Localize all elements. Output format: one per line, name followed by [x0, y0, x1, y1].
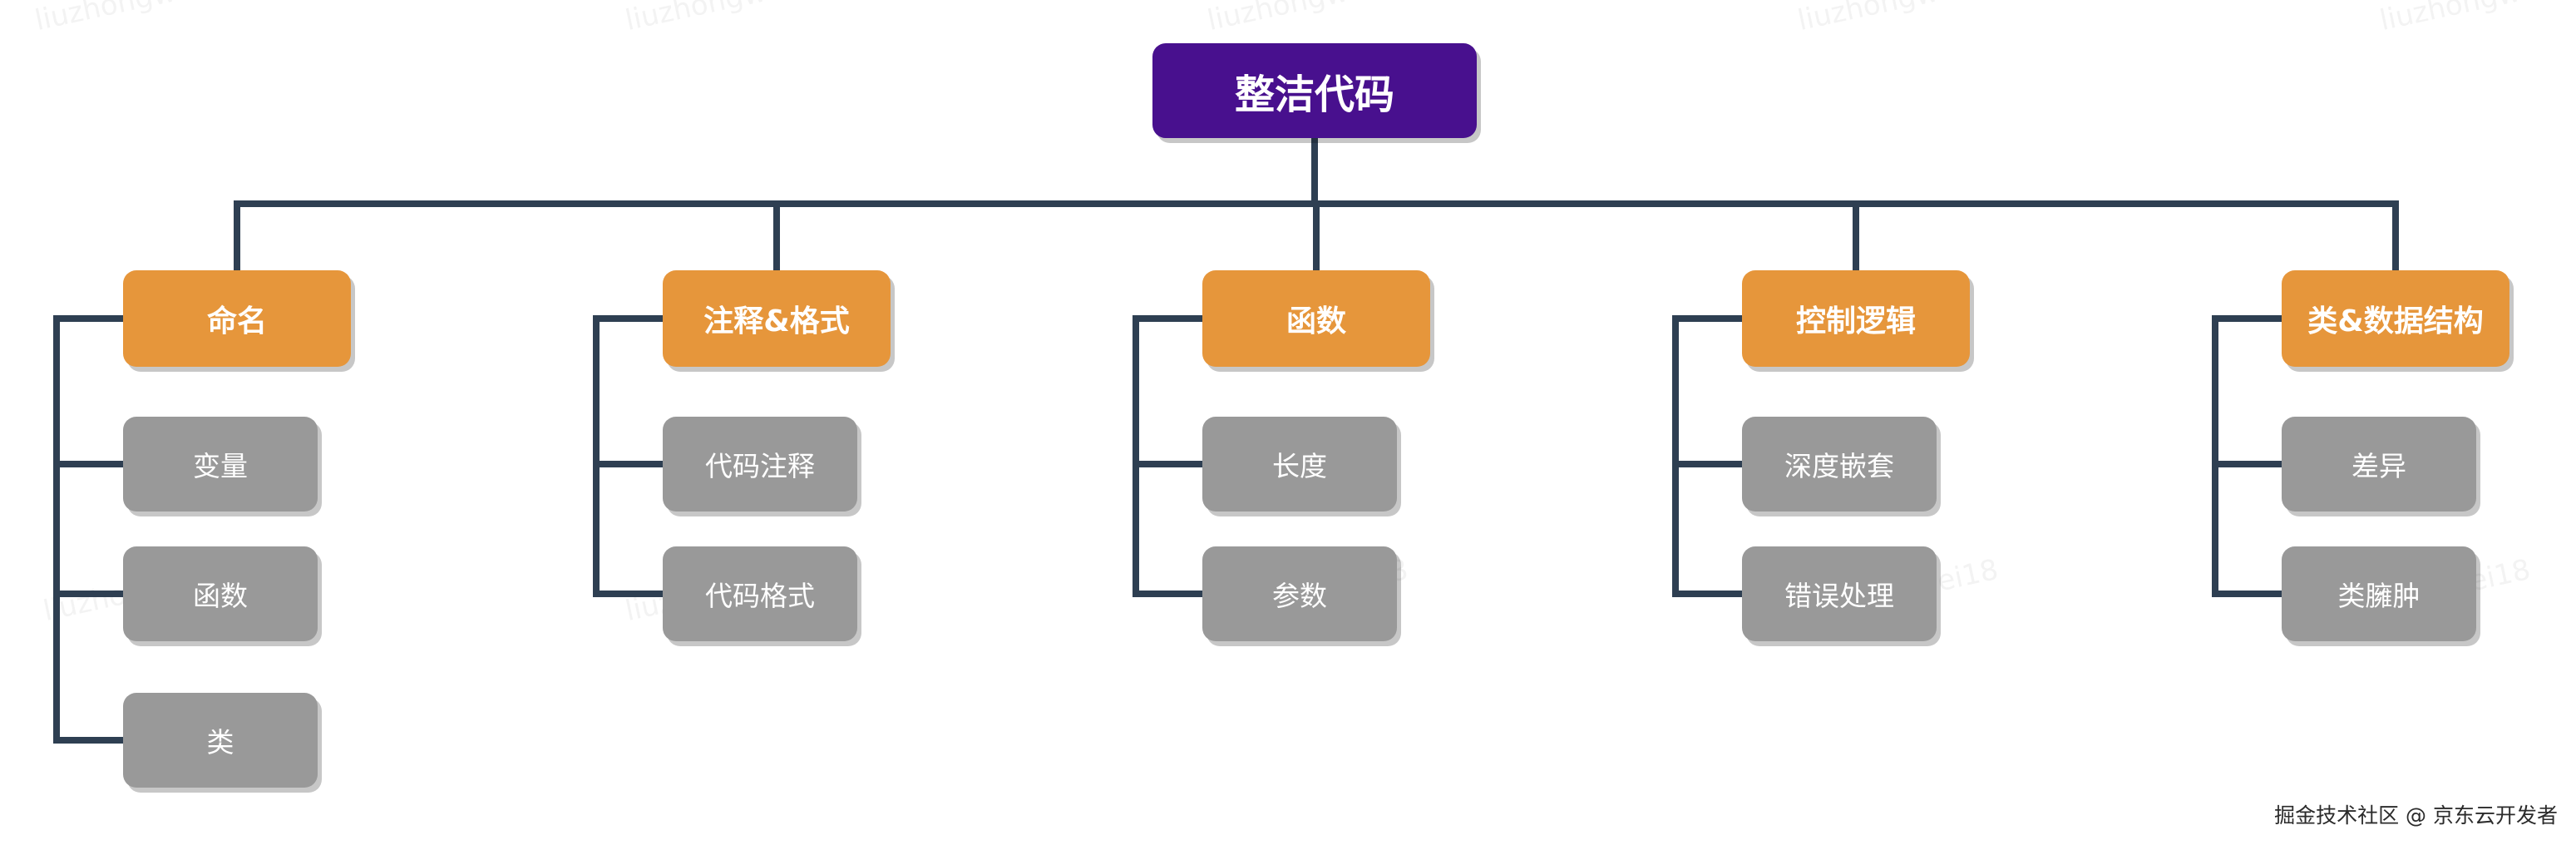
leaf-node: 函数 — [123, 546, 318, 641]
category-node: 注释&格式 — [663, 270, 891, 367]
credit-text: 掘金技术社区 @ 京东云开发者 — [2274, 803, 2558, 828]
leaf-node: 参数 — [1202, 546, 1397, 641]
leaf-node: 变量 — [123, 417, 318, 511]
root-node: 整洁代码 — [1152, 43, 1477, 138]
leaf-node: 长度 — [1202, 417, 1397, 511]
leaf-node: 错误处理 — [1742, 546, 1937, 641]
leaf-node: 代码格式 — [663, 546, 857, 641]
leaf-node: 类 — [123, 693, 318, 788]
leaf-node: 类臃肿 — [2282, 546, 2476, 641]
category-node: 控制逻辑 — [1742, 270, 1970, 367]
leaf-node: 代码注释 — [663, 417, 857, 511]
leaf-node: 深度嵌套 — [1742, 417, 1937, 511]
leaf-node: 差异 — [2282, 417, 2476, 511]
category-node: 函数 — [1202, 270, 1430, 367]
category-node: 类&数据结构 — [2282, 270, 2509, 367]
category-node: 命名 — [123, 270, 351, 367]
